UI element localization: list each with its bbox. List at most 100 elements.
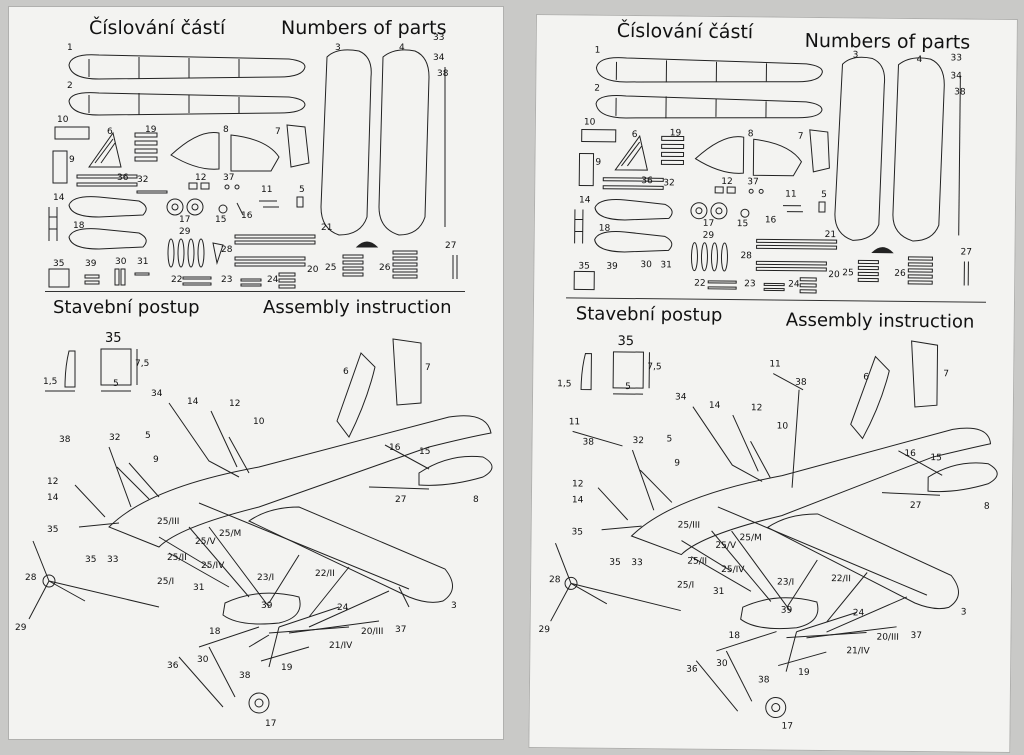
assembly-label: 29 [538, 625, 551, 636]
part-number: 19 [145, 125, 157, 135]
assembly-label: 37 [910, 630, 923, 642]
assembly-label: 27 [395, 495, 407, 505]
assembly-label: 27 [909, 500, 922, 512]
assembly-label: 29 [15, 623, 27, 633]
assembly-label: 12 [229, 399, 241, 409]
part-number: 35 [53, 259, 65, 269]
assembly-label: 12 [750, 403, 763, 414]
assembly-label: 25/I [157, 577, 175, 587]
assembly-label: 36 [167, 661, 179, 671]
part-number: 12 [721, 176, 733, 188]
part-number: 38 [954, 87, 966, 98]
assembly-label: 11 [568, 417, 581, 428]
assembly-label: 28 [549, 575, 561, 586]
part-number: 39 [85, 259, 97, 269]
dimension-label: 1,5 [557, 379, 572, 390]
assembly-label: 16 [904, 448, 916, 460]
part-number: 27 [960, 247, 973, 258]
assembly-label: 14 [47, 493, 59, 503]
section-title-en: Assembly instruction [785, 309, 975, 333]
part-number: 8 [223, 125, 229, 135]
part-number: 7 [275, 127, 281, 137]
assembly-label: 35 [571, 527, 584, 538]
assembly-label: 8 [473, 495, 479, 505]
part-number: 36 [117, 173, 129, 183]
assembly-label: 14 [187, 397, 199, 407]
assembly-label: 6 [343, 367, 349, 377]
assembly-label: 10 [776, 421, 789, 432]
assembly-label: 9 [674, 458, 681, 469]
part-number: 6 [107, 127, 113, 137]
part-number: 12 [195, 173, 207, 183]
assembly-label: 10 [253, 417, 265, 427]
assembly-label: 25/V [195, 537, 216, 547]
part-number: 22 [171, 275, 183, 285]
assembly-label: 5 [666, 434, 673, 445]
part-number: 33 [950, 53, 963, 64]
assembly-label: 19 [798, 667, 810, 678]
assembly-label: 25/M [219, 529, 242, 539]
assembly-label: 7 [943, 369, 950, 380]
part-number: 20 [307, 265, 319, 275]
part-number: 16 [241, 211, 253, 221]
parts-drawing [550, 56, 998, 719]
part-number: 4 [399, 43, 405, 53]
assembly-label: 37 [395, 625, 407, 635]
part-number: 29 [702, 230, 715, 241]
assembly-label: 28 [25, 573, 37, 583]
part-number: 34 [950, 71, 962, 82]
assembly-label: 6 [863, 372, 869, 383]
section-divider [45, 291, 465, 292]
assembly-label: 14 [571, 495, 584, 506]
assembly-label: 25/M [739, 533, 762, 544]
part-number: 18 [73, 221, 85, 231]
part-number: 25 [842, 268, 854, 279]
part-number: 17 [179, 215, 191, 225]
assembly-label: 34 [151, 389, 163, 399]
part-number: 9 [69, 155, 75, 165]
assembly-label: 24 [337, 603, 349, 613]
assembly-label: 38 [59, 435, 71, 445]
part-number: 5 [821, 189, 827, 201]
part-number: 11 [261, 185, 273, 195]
part-number: 37 [747, 177, 759, 188]
assembly-label: 31 [193, 583, 205, 593]
part-number: 38 [437, 69, 449, 79]
part-number: 9 [595, 157, 602, 168]
assembly-label: 22/II [315, 569, 335, 579]
assembly-label: 25/IV [201, 561, 225, 571]
part-number: 11 [785, 189, 797, 200]
assembly-label: 21/IV [846, 646, 870, 657]
part-number: 20 [828, 270, 840, 281]
dimension-label: 1,5 [43, 377, 58, 387]
part-number: 1 [67, 43, 73, 53]
part-number: 14 [578, 195, 591, 206]
assembly-label: 25/III [157, 517, 180, 527]
part-number: 28 [221, 245, 233, 255]
section-title-cz: Stavební postup [53, 297, 200, 318]
assembly-label: 35 [85, 555, 97, 565]
assembly-label: 3 [960, 607, 967, 618]
part-number: 14 [53, 193, 65, 203]
assembly-label: 38 [795, 377, 807, 388]
part-number: 10 [57, 115, 69, 125]
part-number: 30 [115, 257, 127, 267]
assembly-label: 23/I [777, 577, 795, 588]
part-number: 34 [433, 53, 445, 63]
assembly-label: 25/IV [721, 564, 745, 576]
section-title-en: Assembly instruction [263, 297, 452, 318]
part-number: 4 [916, 54, 923, 66]
part-number: 21 [824, 230, 837, 241]
dimension-label: 7,5 [647, 362, 662, 373]
assembly-label: 20/III [361, 627, 384, 637]
template-label: 35 [105, 331, 122, 346]
instruction-page-left: Číslování částí Numbers of parts [8, 6, 504, 740]
assembly-label: 18 [728, 631, 741, 642]
part-number: 1 [594, 45, 601, 56]
assembly-label: 22/II [831, 574, 851, 585]
assembly-label: 3 [451, 601, 457, 611]
assembly-label: 33 [107, 555, 119, 565]
part-number: 27 [445, 241, 457, 251]
part-number: 24 [788, 279, 800, 290]
assembly-label: 15 [419, 447, 431, 457]
